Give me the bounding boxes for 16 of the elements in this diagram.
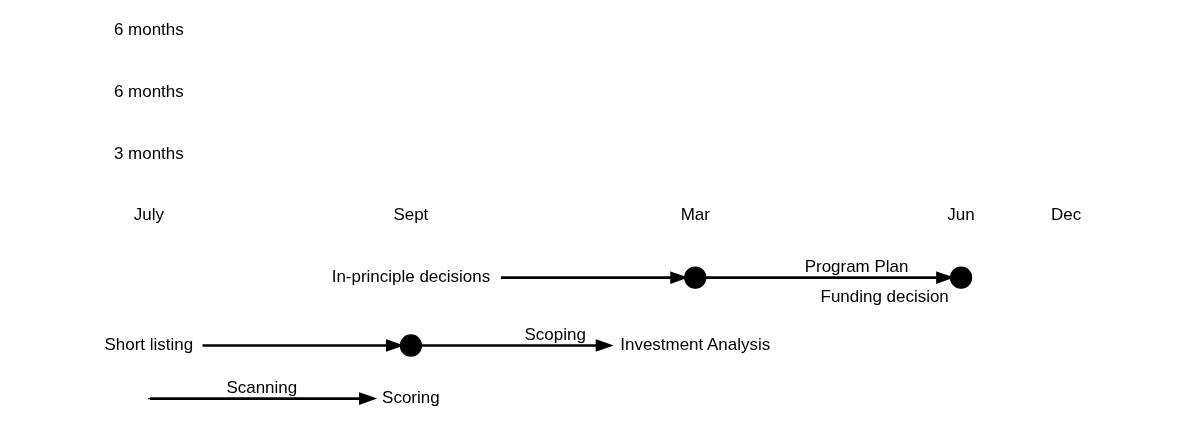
label: Dec xyxy=(1050,205,1081,225)
label: 6 months xyxy=(113,82,184,102)
edge-label: Program Plan xyxy=(804,257,908,277)
label: 3 months xyxy=(113,143,184,163)
label: Mar xyxy=(680,205,710,225)
label: July xyxy=(133,205,164,225)
edge-label: Scanning xyxy=(225,378,297,398)
edge-label: Scoping xyxy=(524,324,586,344)
node-text: In-principle decisions xyxy=(331,266,490,286)
node-label: Funding decision xyxy=(820,286,949,306)
node-text: Scoring xyxy=(381,387,440,407)
label: Sept xyxy=(392,205,428,225)
node-text: Short listing xyxy=(104,334,193,354)
node-text: Investment Analysis xyxy=(619,334,770,354)
label: 6 months xyxy=(113,20,184,40)
label: Jun xyxy=(946,205,975,225)
